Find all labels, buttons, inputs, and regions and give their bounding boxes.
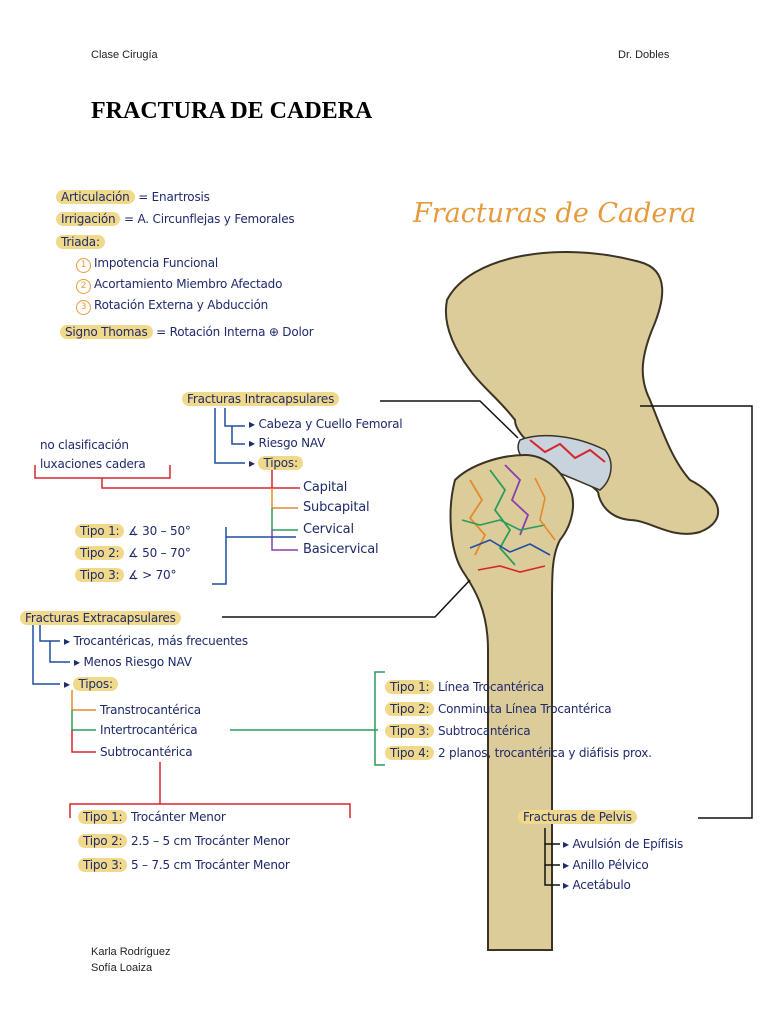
articulacion-value: = Enartrosis bbox=[138, 190, 210, 204]
type-transtrocanterica: Transtrocantérica bbox=[100, 703, 201, 717]
angle-type-3: Tipo 3: ∡ > 70° bbox=[75, 568, 176, 582]
sub-type-1: Tipo 1: Trocánter Menor bbox=[78, 810, 226, 824]
pelvis-item-3: ▸ Acetábulo bbox=[563, 878, 631, 892]
triada-row: Triada: bbox=[56, 235, 105, 249]
inter-type-1: Tipo 1: Línea Trocantérica bbox=[385, 680, 544, 694]
pelvis-item-1: ▸ Avulsión de Epífisis bbox=[563, 837, 684, 851]
angle-type-1: Tipo 1: ∡ 30 – 50° bbox=[75, 524, 191, 538]
thomas-row: Signo Thomas = Rotación Interna ⊕ Dolor bbox=[60, 325, 314, 339]
femur-bone bbox=[449, 453, 575, 951]
fracture-basicervical-line bbox=[504, 464, 530, 536]
course-label: Clase Cirugía bbox=[91, 49, 158, 61]
fracture-cervical-line bbox=[489, 469, 516, 566]
fracture-subcapital-line bbox=[468, 479, 487, 556]
luxaciones-note: luxaciones cadera bbox=[40, 457, 146, 471]
type-capital: Capital bbox=[303, 480, 348, 495]
pelvis-title: Fracturas de Pelvis bbox=[518, 810, 637, 824]
fracture-green-line bbox=[461, 519, 546, 531]
intracapsular-title: Fracturas Intracapsulares bbox=[182, 392, 340, 406]
extracapsular-item-3: ▸ Tipos: bbox=[64, 677, 118, 691]
type-subcapital: Subcapital bbox=[303, 500, 370, 515]
intracapsular-item-1: ▸ Cabeza y Cuello Femoral bbox=[249, 417, 403, 431]
type-cervical: Cervical bbox=[303, 522, 354, 537]
no-clasificacion-note: no clasificación bbox=[40, 438, 129, 452]
type-subtrocanterica: Subtrocantérica bbox=[100, 745, 193, 759]
number-one-icon: 1 bbox=[76, 258, 91, 273]
angle-type-2: Tipo 2: ∡ 50 – 70° bbox=[75, 546, 191, 560]
script-title: Fracturas de Cadera bbox=[413, 198, 697, 229]
author-2: Sofía Loaiza bbox=[91, 962, 153, 974]
extracapsular-item-2: ▸ Menos Riesgo NAV bbox=[74, 655, 192, 669]
professor-label: Dr. Dobles bbox=[618, 49, 670, 61]
type-intertrocanterica: Intertrocantérica bbox=[100, 723, 198, 737]
fracture-orange-line bbox=[534, 477, 556, 541]
page-title: FRACTURA DE CADERA bbox=[91, 98, 373, 124]
sub-type-3: Tipo 3: 5 – 7.5 cm Trocánter Menor bbox=[78, 858, 290, 872]
articulacion-row: Articulación = Enartrosis bbox=[56, 190, 210, 204]
fracture-red-line bbox=[477, 565, 546, 573]
extracapsular-title: Fracturas Extracapsulares bbox=[20, 611, 181, 625]
fracture-blue-line bbox=[469, 539, 551, 556]
type-basicervical: Basicervical bbox=[303, 542, 379, 557]
fracture-capital-line bbox=[529, 439, 606, 463]
pelvis-bone bbox=[444, 251, 720, 535]
inter-type-2: Tipo 2: Conminuta Línea Trocantérica bbox=[385, 702, 612, 716]
number-three-icon: 3 bbox=[76, 300, 91, 315]
triada-key: Triada: bbox=[56, 235, 105, 249]
author-1: Karla Rodríguez bbox=[91, 946, 171, 958]
irrigacion-key: Irrigación bbox=[56, 212, 121, 226]
sub-type-2: Tipo 2: 2.5 – 5 cm Trocánter Menor bbox=[78, 834, 290, 848]
inter-type-4: Tipo 4: 2 planos, trocantérica y diáfisi… bbox=[385, 746, 652, 760]
thomas-key: Signo Thomas bbox=[60, 325, 153, 339]
extracapsular-item-1: ▸ Trocantéricas, más frecuentes bbox=[64, 634, 248, 648]
number-two-icon: 2 bbox=[76, 279, 91, 294]
thomas-value: = Rotación Interna ⊕ Dolor bbox=[156, 325, 314, 339]
intracapsular-item-3: ▸ Tipos: bbox=[249, 456, 303, 470]
irrigacion-row: Irrigación = A. Circunflejas y Femorales bbox=[56, 212, 295, 226]
intracapsular-item-2: ▸ Riesgo NAV bbox=[249, 436, 326, 450]
pelvis-item-2: ▸ Anillo Pélvico bbox=[563, 858, 649, 872]
inter-type-3: Tipo 3: Subtrocantérica bbox=[385, 724, 531, 738]
articulacion-key: Articulación bbox=[56, 190, 135, 204]
irrigacion-value: = A. Circunflejas y Femorales bbox=[124, 212, 295, 226]
